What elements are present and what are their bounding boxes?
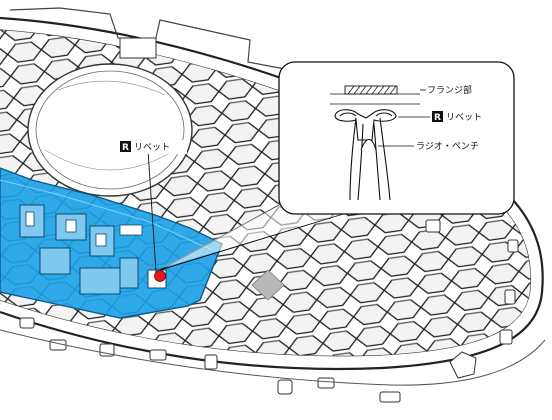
detail-rivet-badge-letter: R — [434, 113, 441, 123]
flange-label: フランジ部 — [427, 84, 472, 96]
rivet-badge-letter: R — [122, 143, 129, 153]
grille-frame — [0, 16, 544, 371]
lower-trim-edge — [0, 329, 546, 386]
rivet-badge — [120, 141, 131, 152]
detail-rivet-badge — [432, 111, 443, 122]
rivet-label-text: リベット — [134, 143, 170, 153]
pliers-label: ラジオ・ペンチ — [416, 141, 479, 152]
detail-callout: フランジ部 R リベット ラジオ・ペンチ — [278, 61, 515, 215]
lower-trim-clips — [19, 219, 519, 403]
detail-rivet-label: リベット — [446, 113, 482, 123]
center-mark — [251, 269, 285, 301]
main-rivet-label: R リベット — [119, 140, 187, 154]
emblem-mount — [27, 63, 193, 197]
blue-cover-part — [0, 167, 223, 319]
rivet-marker — [154, 270, 166, 282]
pliers-section — [349, 117, 391, 201]
rivet-leader-line — [147, 149, 157, 273]
flange-section — [344, 85, 398, 95]
rivet-section — [334, 109, 397, 141]
grille-top-tab — [119, 37, 157, 59]
